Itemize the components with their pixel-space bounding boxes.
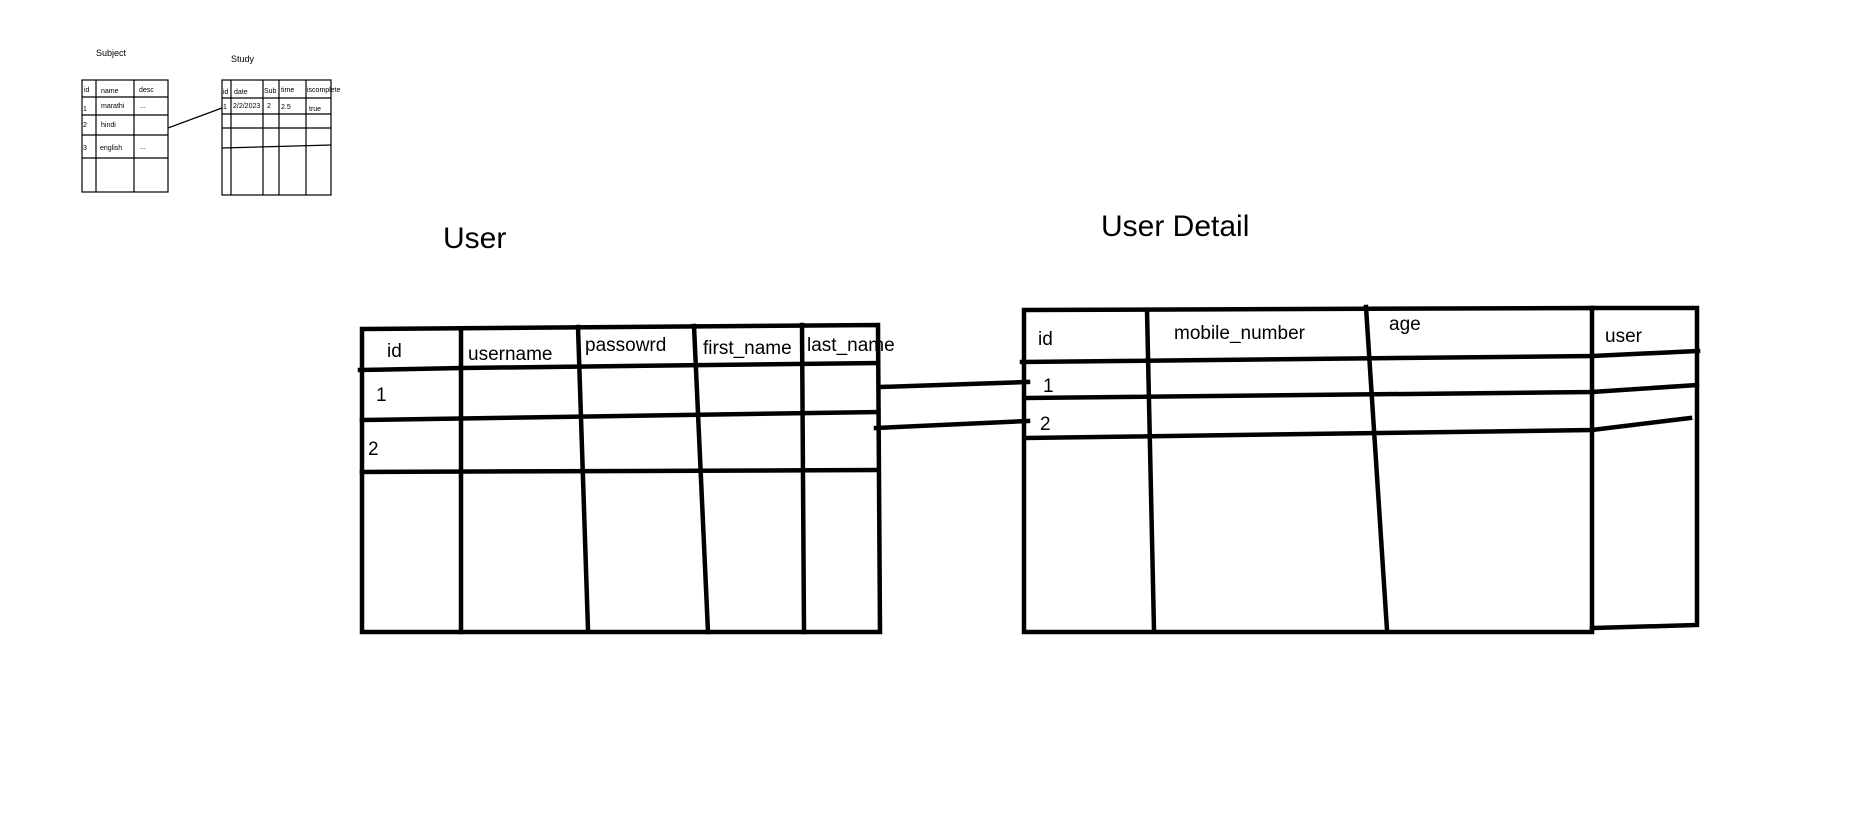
subject-header-name: name [101,88,119,95]
user-row-id: 1 [376,385,387,406]
user-header-first-name: first_name [703,338,792,359]
user-row-divider [359,467,881,475]
study-row-divider [221,144,332,149]
relation-line-row-2 [873,418,1031,431]
subject-header-id: id [84,87,90,94]
user-detail-header-age: age [1389,314,1421,335]
study-cell: 2 [267,103,271,110]
user-detail-table-title: User Detail [1101,210,1249,243]
study-header-time: time [281,87,294,94]
study-cell: 2/2/2023 [233,103,260,110]
user-detail-table: User Detail id mobile_number age user 1 … [1019,210,1701,635]
subject-table: Subject id name desc 1 marathi ... 2 hin… [81,48,169,193]
user-column-border [1589,305,1700,631]
study-title: Study [231,54,255,64]
subject-title: Subject [96,48,127,58]
user-col-divider [575,324,591,633]
subject-header-desc: desc [139,87,154,94]
subject-study-relation-line [167,107,223,129]
study-header-id: id [223,89,229,96]
study-header-sub: Sub [264,88,277,95]
user-detail-header-mobile-number: mobile_number [1174,323,1306,344]
user-header-password: passowrd [585,335,666,356]
user-header-username: username [468,344,553,365]
subject-cell: english [100,145,122,152]
relation-line-row-1 [877,379,1031,390]
user-detail-header-user: user [1605,326,1643,347]
subject-cell: ... [140,144,146,151]
user-header-last-name: last_name [807,335,895,356]
study-table-border [221,79,332,196]
user-col-divider [799,322,807,635]
subject-table-border [81,79,169,193]
user-detail-row-id: 2 [1040,414,1051,435]
user-detail-row-divider [1023,382,1700,401]
user-detail-header-id: id [1038,329,1053,350]
user-table: User id username passowrd first_name las… [357,222,895,635]
study-cell: 2.5 [281,104,291,111]
subject-cell: 3 [83,145,87,152]
study-cell: 1 [223,104,227,111]
study-header-date: date [234,89,248,96]
user-header-id: id [387,341,402,362]
subject-cell: 1 [83,106,87,113]
study-cell: true [309,106,321,113]
subject-cell: marathi [101,103,125,110]
study-header-iscomplete: iscomplete [307,87,341,94]
subject-cell: 2 [83,122,87,129]
user-table-title: User [443,222,506,255]
user-col-divider [691,323,711,635]
subject-cell: ... [140,103,146,110]
user-detail-row-id: 1 [1043,376,1054,397]
study-table: Study id date Sub time iscomplete 1 2/2/… [221,54,341,196]
user-table-border [359,322,883,635]
subject-cell: hindi [101,122,116,129]
user-detail-col-divider [1144,307,1157,633]
user-detail-col-divider [1363,304,1390,633]
user-row-id: 2 [368,439,379,460]
user-detail-table-border [1021,305,1595,635]
user-detail-row-divider [1019,348,1701,365]
user-detail-row-divider [1023,415,1693,441]
user-row-divider [359,409,881,423]
